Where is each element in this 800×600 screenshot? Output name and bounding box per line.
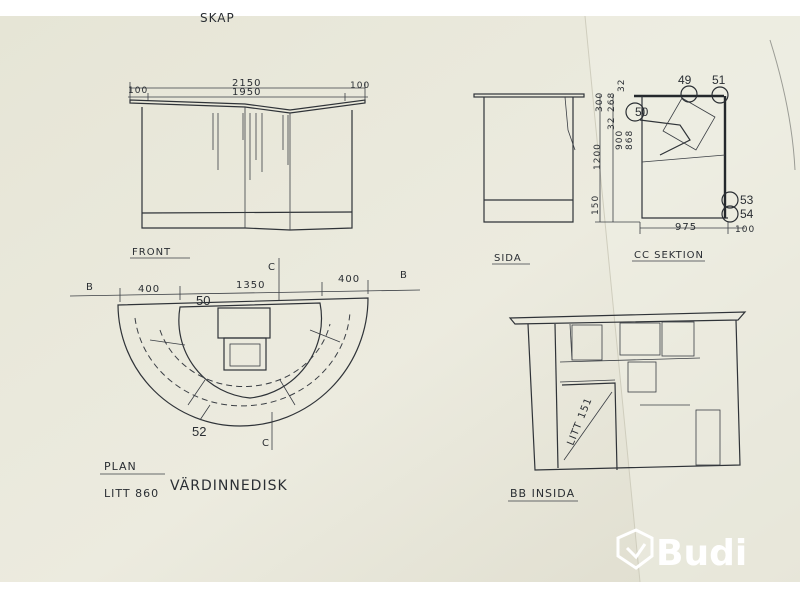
plan-dim-center: 1350 (236, 280, 265, 291)
side-dim-868: 868 (625, 130, 635, 150)
paper-fold-light (585, 16, 800, 582)
callout-circle-51 (711, 86, 729, 104)
paper-fold-line (584, 15, 641, 583)
inside-bb-label: BB INSIDA (510, 487, 575, 500)
side-dim-268: 268 (607, 92, 617, 112)
callout-51: 51 (712, 73, 726, 87)
callout-circle-49 (680, 85, 698, 103)
side-view: 1200 900 868 300 268 32 32 150 SIDA (473, 79, 640, 265)
side-dim-150: 150 (591, 195, 601, 215)
callout-53: 53 (740, 193, 754, 207)
side-dim-32-top: 32 (617, 79, 627, 92)
side-dim-32-mid: 32 (607, 117, 617, 130)
front-view: 2150 1950 100 100 FRONT (128, 78, 370, 259)
budi-logo-icon (616, 528, 654, 570)
side-label: SIDA (494, 253, 522, 264)
section-cc-label: CC SEKTION (634, 250, 704, 261)
plan-section-c-bottom: C (262, 438, 270, 449)
plan-title-prefix: LITT 860 (104, 487, 159, 500)
callout-circle-54 (721, 205, 739, 223)
paper-edge-crease (769, 39, 796, 171)
top-cut-text: SKAP (200, 11, 235, 25)
plan-section-b-left: B (86, 282, 94, 293)
front-dim-inner: 1950 (232, 87, 261, 98)
plan-label: PLAN (104, 460, 137, 473)
plan-dim-right: 400 (338, 274, 360, 285)
callout-54: 54 (740, 207, 754, 221)
front-dim-left: 100 (128, 86, 148, 96)
side-dim-height: 1200 (593, 143, 603, 170)
plan-view: 400 1350 400 B B C C 50 52 PLAN LITT 860… (69, 258, 421, 500)
section-dim-100: 100 (735, 225, 755, 235)
side-dim-900: 900 (615, 130, 625, 150)
side-dim-300: 300 (595, 92, 605, 112)
section-dim-975: 975 (675, 222, 697, 233)
bottom-border (0, 582, 800, 600)
plan-section-b-right: B (400, 270, 408, 281)
plan-title: VÄRDINNEDISK (170, 476, 288, 494)
plan-section-c-top: C (268, 262, 276, 273)
watermark: Budi (616, 528, 747, 574)
section-cc-view: 49 51 50 53 54 975 100 CC SEKTION (625, 73, 755, 262)
callout-circle-50 (625, 102, 645, 122)
front-dim-right: 100 (350, 81, 370, 91)
callout-49: 49 (678, 73, 692, 87)
watermark-text: Budi (656, 533, 747, 574)
front-dim-overall: 2150 (232, 78, 261, 89)
plan-dim-left: 400 (138, 284, 160, 295)
callout-circle-53 (721, 191, 739, 209)
plan-callout-52: 52 (192, 424, 206, 439)
front-label: FRONT (132, 247, 171, 258)
plan-callout-50: 50 (196, 293, 210, 308)
callout-50-section: 50 (635, 105, 649, 119)
